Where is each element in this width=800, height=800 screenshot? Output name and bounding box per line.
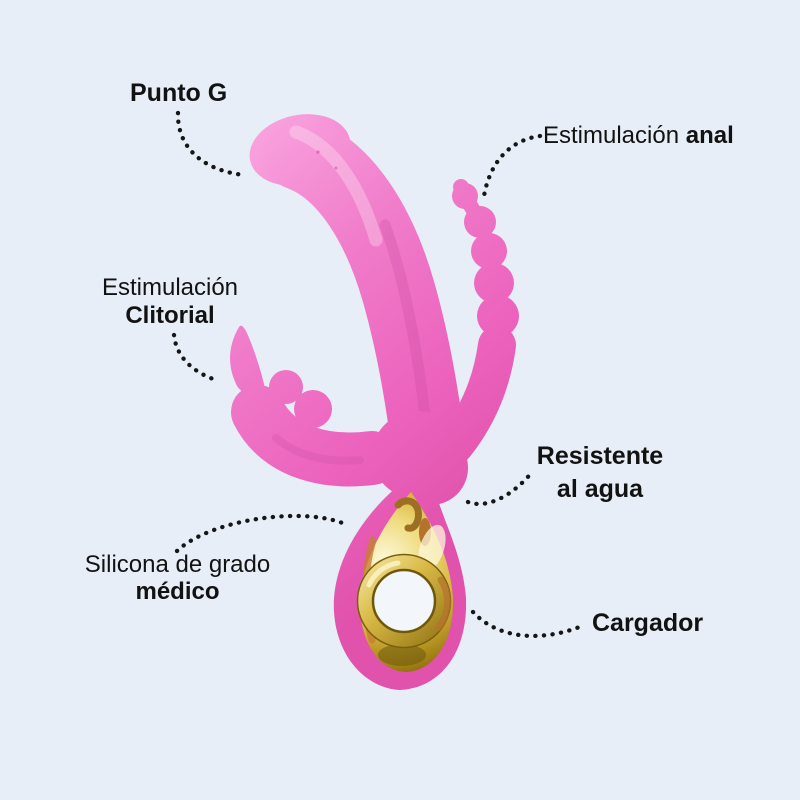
body-junction <box>372 411 464 499</box>
label-punto-g: Punto G <box>130 79 227 108</box>
shaft-highlight <box>289 125 383 247</box>
connector-cargador <box>470 609 585 639</box>
connector-punto-g <box>175 110 247 178</box>
label-anal-regular: Estimulación <box>543 122 686 149</box>
label-silicona-line2: médico <box>135 578 220 605</box>
label-clitorial-line2: Clitorial <box>125 302 215 329</box>
ring-inner-rim <box>371 568 437 634</box>
anal-beads-arm <box>436 179 519 464</box>
label-resistente-al-agua: Resistente al agua <box>525 440 675 506</box>
ring-hole <box>374 571 434 631</box>
anal-bead <box>464 206 496 238</box>
clitoral-arm-body <box>231 385 399 487</box>
clitoral-arm <box>230 325 399 487</box>
label-agua-line1: Resistente <box>536 442 664 470</box>
charging-ring <box>356 553 452 649</box>
label-silicona-line1: Silicona de grado <box>84 551 271 578</box>
label-anal-bold: anal <box>685 122 734 149</box>
connector-anal <box>481 133 543 199</box>
label-clitorial-line1: Estimulación <box>101 274 239 301</box>
ring-amber-arc <box>434 576 452 632</box>
gold-bottom-shade <box>378 644 426 666</box>
anal-bead <box>474 263 514 303</box>
label-punto-g-text: Punto G <box>130 79 228 107</box>
shaft-speckle <box>316 150 320 154</box>
clitoral-bump <box>294 390 332 428</box>
ring-highlight-arc <box>366 560 401 588</box>
clitoral-bump <box>269 370 303 404</box>
anal-bead <box>452 183 478 209</box>
connector-lines <box>171 110 585 639</box>
anal-bead <box>477 295 519 337</box>
connector-silicona <box>174 513 350 554</box>
label-cargador-text: Cargador <box>592 609 704 637</box>
clitoral-ear-tip <box>230 325 267 399</box>
clitoral-arm-shadow <box>272 434 364 465</box>
handle <box>333 470 467 690</box>
label-cargador: Cargador <box>592 609 703 638</box>
anal-bead <box>471 233 507 269</box>
label-estimulacion-anal: Estimulación anal <box>543 122 734 150</box>
shaft-speckle <box>334 166 338 170</box>
label-silicona-grado-medico: Silicona de grado médico <box>80 551 275 605</box>
label-agua-line2: al agua <box>556 475 644 503</box>
connector-agua <box>465 468 536 507</box>
shaft-body <box>262 116 468 505</box>
label-estimulacion-clitorial: Estimulación Clitorial <box>88 274 252 330</box>
connector-clitorial <box>171 332 219 383</box>
gold-amber-hook-top <box>394 497 422 532</box>
